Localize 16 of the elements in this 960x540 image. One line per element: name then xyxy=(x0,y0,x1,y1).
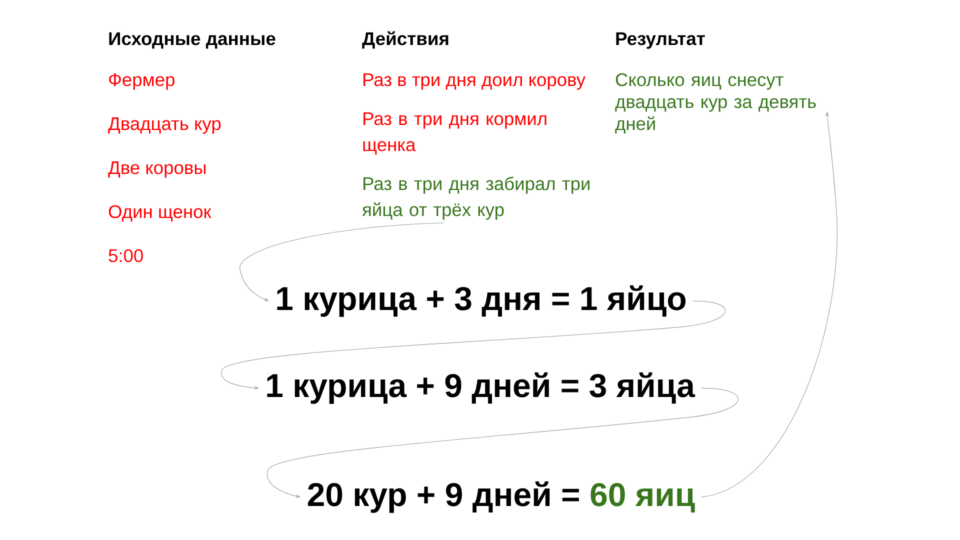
column-heading: Действия xyxy=(362,31,448,49)
column-heading: Исходные данные xyxy=(109,32,276,49)
equation: 20 кур + 9 дней = 60 яиц xyxy=(308,481,695,513)
column-heading: Результат xyxy=(616,32,705,49)
text-item: Раз в три дня доил корову xyxy=(364,73,586,90)
text-item: Один щенок xyxy=(108,205,212,222)
note-text: Сколько яиц снесут двадцать кур за девять дней xyxy=(615,73,816,134)
text-item: 5:00 xyxy=(108,249,143,262)
note-text: Раз в три дня забирал три яйца от трёх кур xyxy=(362,176,590,220)
text-item: Раз в три дня кормил щенка xyxy=(363,112,546,155)
equation: 1 курица + 3 дня = 1 яйцо xyxy=(277,285,686,317)
text-item: Двадцать кур xyxy=(108,117,221,134)
text-item: Две коровы xyxy=(108,161,206,178)
curved-arrow xyxy=(240,222,444,302)
equation: 1 курица + 9 дней = 3 яйца xyxy=(267,372,696,404)
text-item: Фермер xyxy=(109,73,174,90)
